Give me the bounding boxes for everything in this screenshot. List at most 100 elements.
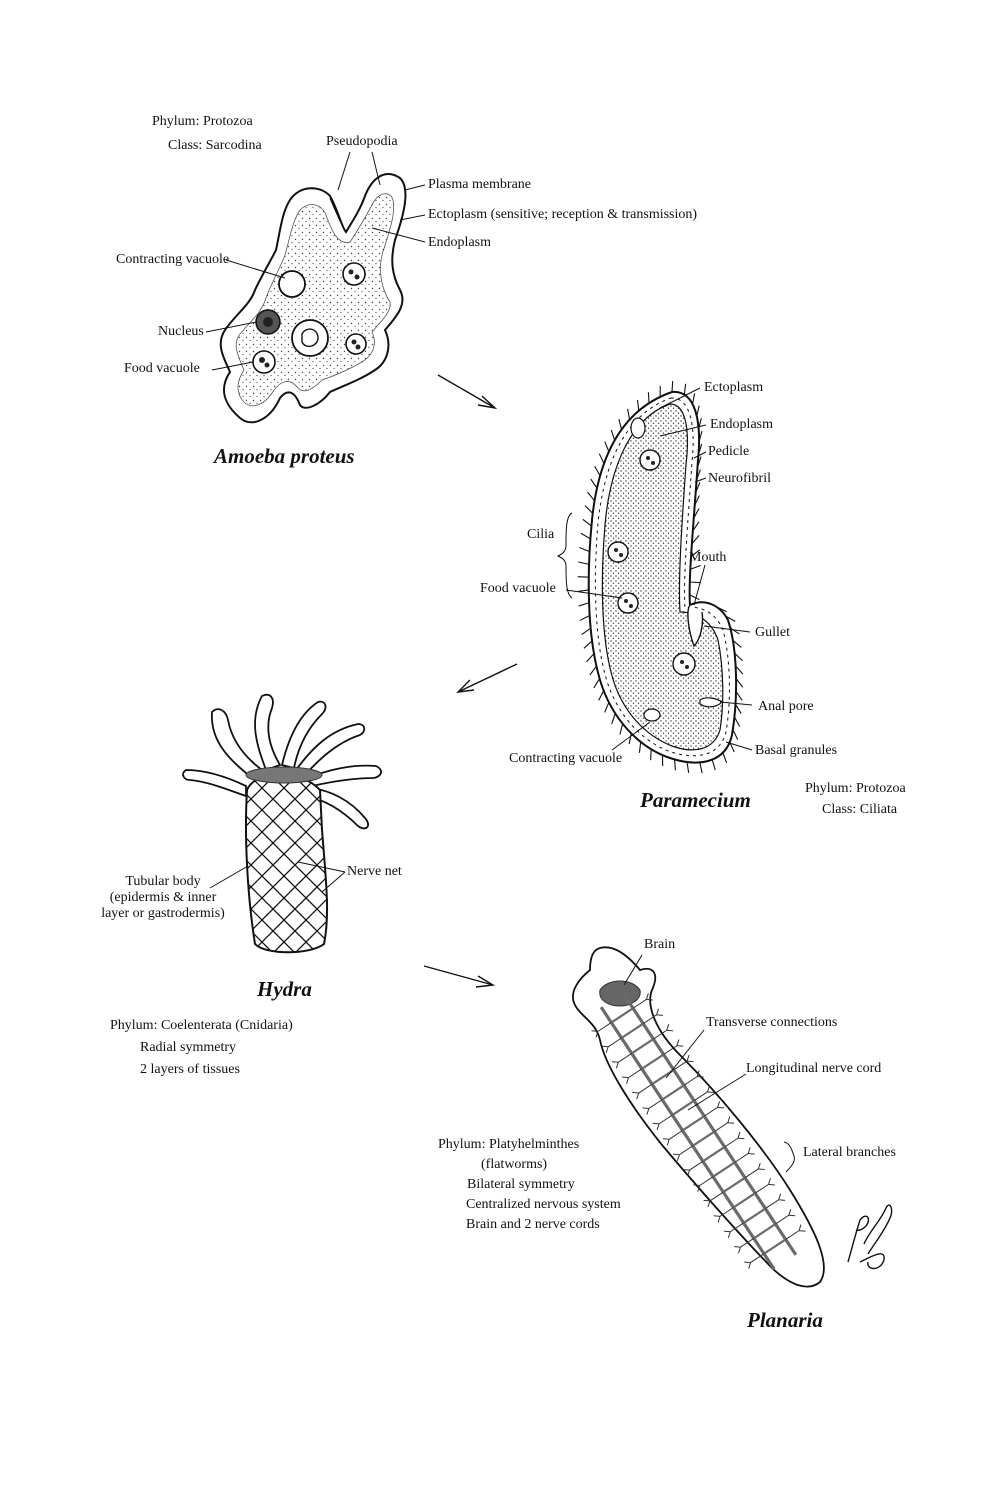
label-tubular-body-line2: (epidermis & inner xyxy=(109,890,217,906)
paramecium-gullet xyxy=(687,604,704,648)
transverse-connection xyxy=(661,1084,685,1101)
amoeba-title: Amoeba proteus xyxy=(214,444,355,468)
nerve-strand xyxy=(245,774,259,953)
lateral-branch-tip xyxy=(748,1153,755,1155)
cilium xyxy=(638,741,642,753)
transverse-connection xyxy=(620,1022,644,1039)
lateral-branch-tip xyxy=(707,1200,711,1208)
transverse-connection xyxy=(681,1115,705,1132)
hydra-tentacles xyxy=(182,693,382,830)
cilium xyxy=(735,665,744,675)
lateral-branch xyxy=(719,1207,734,1217)
lateral-branch-tip xyxy=(788,1208,792,1216)
lateral-branch-tip xyxy=(707,1091,714,1093)
hydra-figure xyxy=(46,693,632,960)
nerve-strand xyxy=(245,774,328,953)
lateral-branch xyxy=(744,1168,759,1179)
cilium xyxy=(732,729,739,740)
cilium xyxy=(587,491,595,502)
lateral-branch xyxy=(658,1114,673,1125)
lateral-branch-tip xyxy=(737,1137,745,1140)
planaria-lateral-branches xyxy=(591,993,806,1269)
lateral-branch xyxy=(729,1222,744,1233)
amoeba-leader-lines xyxy=(205,151,426,371)
amoeba-figure xyxy=(205,151,426,424)
planaria-title: Planaria xyxy=(747,1308,823,1332)
cilium xyxy=(582,518,592,527)
lateral-branch-tip xyxy=(727,1231,731,1238)
label-p-ectoplasm: Ectoplasm xyxy=(704,380,764,395)
cilium xyxy=(581,627,591,635)
paramecium-leader-lines xyxy=(556,387,753,751)
cilium xyxy=(735,691,743,701)
amoeba-contracting-vacuole xyxy=(278,270,306,298)
label-tubular-body-line3: layer or gastrodermis) xyxy=(101,906,225,922)
lateral-branch-tip xyxy=(636,1092,640,1100)
cilium xyxy=(604,441,610,452)
cilium xyxy=(691,535,700,545)
lateral-branch-tip xyxy=(703,1199,710,1202)
lateral-branch-tip xyxy=(737,1131,741,1139)
transverse-connection xyxy=(610,1007,634,1024)
nerve-strand xyxy=(442,770,632,960)
label-basal-granules: Basal granules xyxy=(755,743,838,758)
nerve-strand xyxy=(376,770,566,960)
lateral-branch xyxy=(607,1037,622,1048)
lateral-branch xyxy=(668,1130,683,1140)
lateral-branch-tip xyxy=(734,1246,741,1248)
lateral-branch-tip xyxy=(652,1122,660,1125)
lateral-branch-tip xyxy=(757,1162,761,1170)
label-gullet: Gullet xyxy=(755,625,790,640)
lateral-branch-tip xyxy=(591,1030,599,1032)
cilium xyxy=(618,418,623,430)
lateral-branch-tip xyxy=(656,1123,660,1131)
nerve-strand xyxy=(265,774,328,953)
nerve-strand xyxy=(420,770,610,960)
lateral-branch-tip xyxy=(656,1008,659,1015)
lateral-branch-tip xyxy=(747,1147,751,1154)
cilium xyxy=(580,532,591,540)
lateral-branch-tip xyxy=(645,993,649,1000)
paramecium-ectoplasm-ring xyxy=(594,397,730,757)
lateral-branch xyxy=(618,1052,632,1063)
nerve-strand xyxy=(265,774,328,953)
lateral-branch xyxy=(632,999,647,1009)
cilium xyxy=(673,759,676,771)
cilium xyxy=(650,749,652,761)
transverse-connection xyxy=(671,1099,695,1116)
transverse-connection xyxy=(753,1223,777,1240)
cilium xyxy=(683,383,687,395)
cilium xyxy=(690,565,701,570)
lateral-branch-tip xyxy=(611,1061,619,1063)
lateral-branch-tip xyxy=(676,1045,684,1047)
lateral-branch-tip xyxy=(622,1076,629,1079)
cilium xyxy=(689,581,701,584)
lateral-branch-tip xyxy=(717,1106,725,1109)
label-contracting-vacuole: Contracting vacuole xyxy=(116,252,230,267)
lateral-branch xyxy=(699,1176,714,1186)
hydra-hypostome xyxy=(245,766,323,784)
lateral-branch-tip xyxy=(798,1230,806,1232)
nerve-strand xyxy=(46,770,236,960)
nerve-strand xyxy=(245,774,328,953)
nerve-cord xyxy=(621,991,798,1256)
nerve-strand xyxy=(398,770,588,960)
lateral-branch xyxy=(714,1122,729,1132)
paramecium-title: Paramecium xyxy=(640,788,751,812)
planaria-figure xyxy=(572,946,825,1288)
lateral-branch xyxy=(754,1183,769,1194)
planaria-note-3: Bilateral symmetry xyxy=(467,1177,575,1192)
planaria-note-1: Phylum: Platyhelminthes xyxy=(438,1137,580,1152)
lateral-branch xyxy=(750,1253,765,1263)
lateral-branch-tip xyxy=(666,1029,674,1032)
lateral-branch xyxy=(734,1153,749,1163)
label-endoplasm: Endoplasm xyxy=(428,235,491,250)
paramecium-food-vacuoles xyxy=(607,449,696,676)
nerve-strand xyxy=(245,774,325,953)
transverse-connection xyxy=(743,1207,766,1224)
cilium xyxy=(732,639,742,648)
cilium xyxy=(619,723,624,735)
cilium xyxy=(583,640,593,649)
cilium xyxy=(589,665,597,676)
